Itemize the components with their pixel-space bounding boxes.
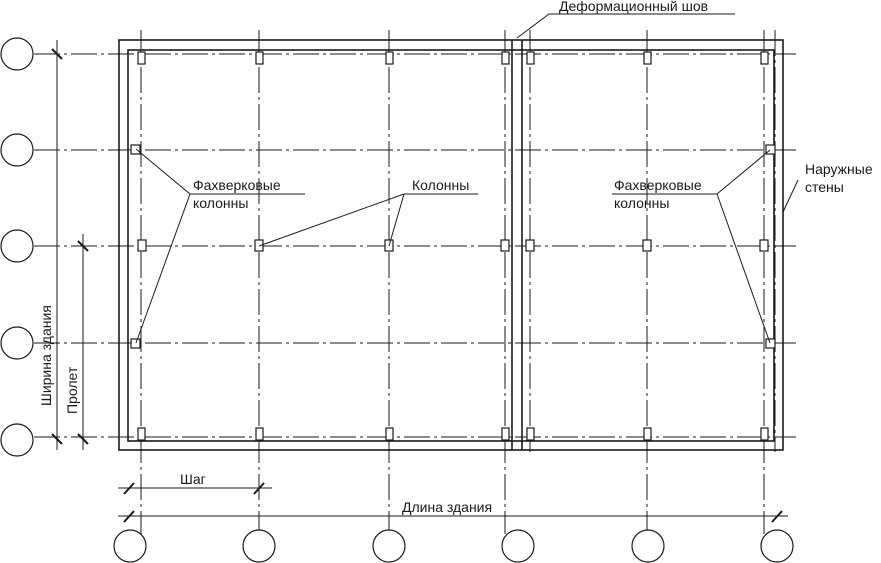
dimension-building-length — [118, 510, 788, 523]
leader-lines — [135, 13, 799, 344]
column — [526, 51, 535, 65]
axis-marker — [631, 529, 665, 563]
vertical-axes — [140, 30, 776, 534]
label-pitch: Шаг — [180, 471, 206, 487]
leader-expansion-joint — [516, 13, 735, 39]
outer-walls — [118, 39, 784, 451]
dimension-pitch — [118, 482, 272, 495]
column — [759, 239, 769, 252]
bottom-axis-markers — [113, 529, 794, 563]
column — [642, 239, 652, 252]
fachwerk-column — [765, 338, 776, 349]
column — [255, 427, 264, 441]
column — [501, 51, 510, 65]
label-columns: Колонны — [412, 177, 469, 193]
label-expansion-joint: Деформационный шов — [559, 0, 708, 14]
expansion-joint — [511, 40, 523, 450]
label-span: Пролет — [64, 366, 80, 414]
column — [526, 427, 535, 441]
fachwerk-column — [130, 338, 141, 349]
axis-marker — [372, 529, 406, 563]
axis-marker — [0, 229, 34, 263]
label-fachwerk-left-1: Фахверковые — [193, 177, 281, 193]
column — [500, 239, 510, 252]
horizontal-axes — [34, 53, 796, 438]
dimension-building-width — [51, 40, 63, 450]
axis-marker — [0, 37, 34, 71]
leader-outer-walls — [782, 179, 799, 213]
dimension-span — [77, 234, 89, 450]
axis-marker — [501, 529, 535, 563]
axis-marker — [0, 326, 34, 360]
axis-marker — [113, 529, 147, 563]
outer-wall-outer-edge — [118, 39, 784, 451]
column — [137, 239, 147, 252]
labels: Деформационный шов Наружные стены Фахвер… — [38, 0, 873, 515]
column — [137, 427, 146, 441]
label-fachwerk-right-1: Фахверковые — [614, 177, 702, 193]
axis-marker — [0, 133, 34, 167]
column — [137, 51, 146, 65]
column — [385, 427, 394, 441]
label-fachwerk-right-2: колонны — [614, 195, 669, 211]
column — [760, 427, 769, 441]
label-building-width: Ширина здания — [38, 305, 54, 406]
axis-marker — [0, 423, 34, 457]
label-outer-walls-1: Наружные — [805, 161, 873, 177]
axis-marker — [760, 529, 794, 563]
left-axis-markers — [0, 37, 34, 457]
column — [255, 51, 264, 65]
fachwerk-column — [765, 144, 776, 155]
label-outer-walls-2: стены — [805, 179, 844, 195]
column — [385, 51, 394, 65]
label-building-length: Длина здания — [402, 499, 492, 515]
column — [525, 239, 535, 252]
column — [501, 427, 510, 441]
column — [643, 427, 652, 441]
fachwerk-column — [130, 144, 141, 155]
axis-marker — [242, 529, 276, 563]
column — [760, 51, 769, 65]
column — [643, 51, 652, 65]
label-fachwerk-left-2: колонны — [193, 195, 248, 211]
